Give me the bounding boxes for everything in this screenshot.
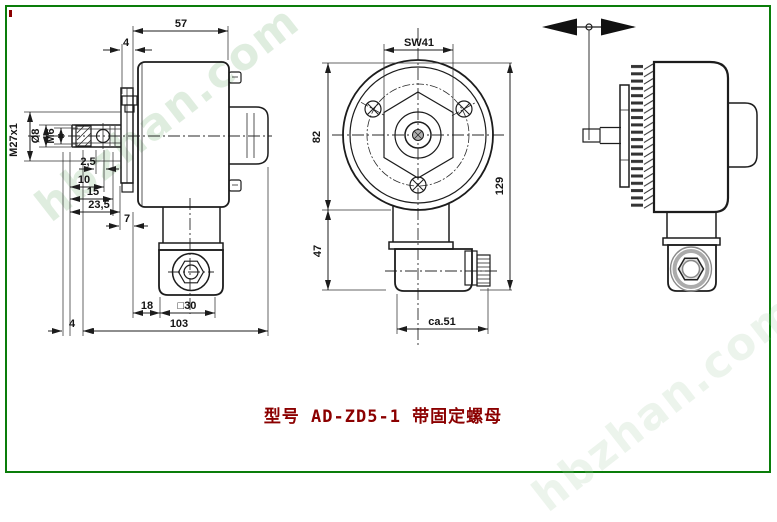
dim-label-4-shaft: 4 [69, 318, 76, 330]
dim-label-18: 18 [141, 300, 153, 312]
dim-label-2-5: 2,5 [80, 156, 95, 168]
dim-label-4-flange: 4 [123, 37, 130, 49]
dim-label-23-5: 23,5 [88, 199, 109, 211]
side-view-dimensions: 57 4 M27x1 Ø8 M6 2,5 [8, 18, 269, 336]
front-view: SW41 82 47 129 ca.51 [311, 28, 513, 346]
dim-label-15: 15 [87, 186, 99, 198]
dim-label-82: 82 [311, 131, 323, 143]
side-view-connector [158, 207, 224, 296]
dim-label-103: 103 [170, 318, 188, 330]
front-view-centerlines [332, 28, 505, 346]
front-view-connector [388, 204, 491, 292]
front-view-dimensions: SW41 82 47 129 ca.51 [311, 37, 513, 334]
dim-label-10: 10 [78, 174, 90, 186]
dim-label-m6: M6 [45, 128, 57, 143]
dim-label-m27x1: M27x1 [8, 123, 20, 157]
model-caption: 型号 AD-ZD5-1 带固定螺母 [263, 407, 503, 427]
front-view-screws [360, 100, 477, 194]
red-tick-mark [9, 10, 12, 17]
dim-label-7: 7 [124, 213, 130, 225]
dim-label-47: 47 [312, 245, 324, 257]
rear-view [542, 18, 758, 292]
dim-label-sq30: □30 [178, 300, 197, 312]
dim-label-sw41: SW41 [404, 37, 434, 49]
side-view: 57 4 M27x1 Ø8 M6 2,5 [8, 18, 272, 336]
rear-view-housing [630, 60, 758, 214]
dim-label-d8: Ø8 [30, 129, 42, 144]
dim-label-57: 57 [175, 18, 187, 30]
side-view-housing [137, 61, 269, 208]
technical-drawing: 57 4 M27x1 Ø8 M6 2,5 [8, 18, 758, 346]
dim-label-ca51: ca.51 [428, 316, 456, 328]
front-view-flange-face [342, 59, 494, 211]
dim-label-129: 129 [494, 177, 506, 195]
side-view-shaft [71, 123, 121, 149]
side-view-centerlines [28, 135, 272, 314]
rear-view-shaft [582, 84, 630, 188]
rear-view-connector [662, 212, 721, 292]
side-view-flange [120, 87, 138, 193]
rotation-direction-arrows-icon [542, 18, 636, 140]
